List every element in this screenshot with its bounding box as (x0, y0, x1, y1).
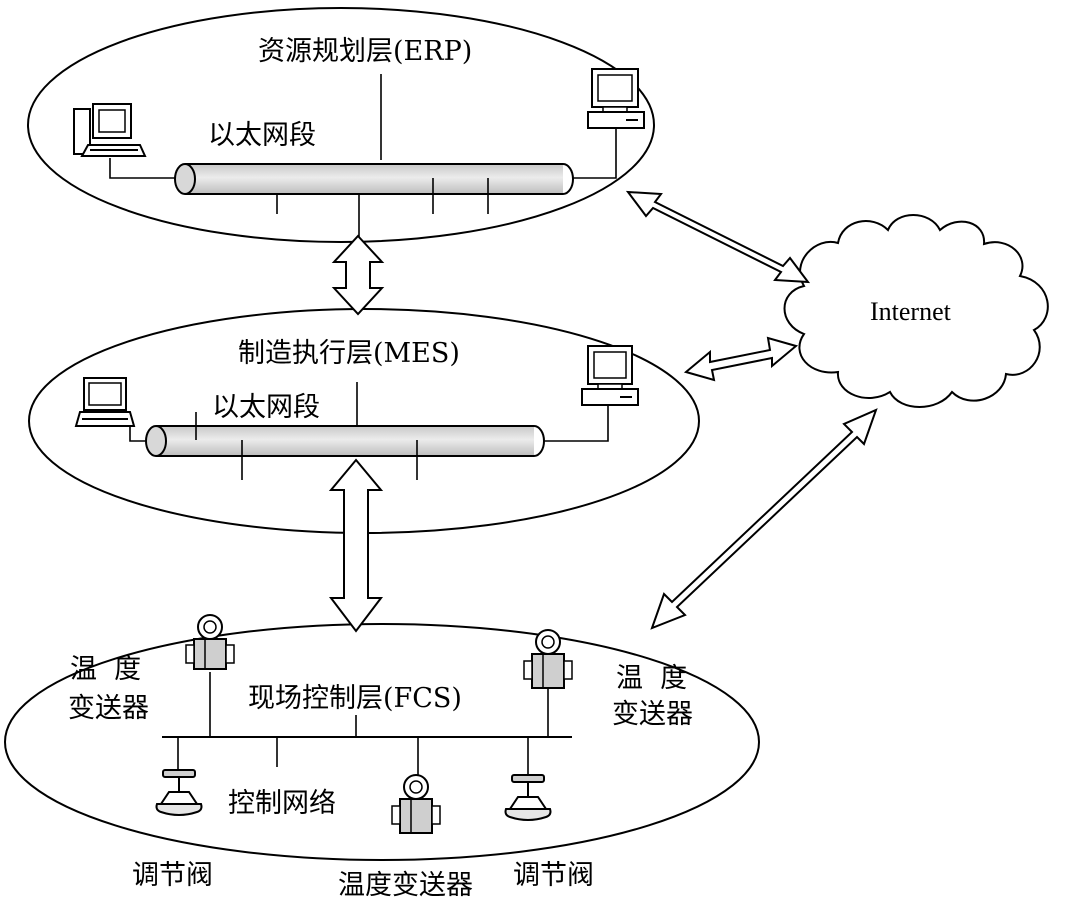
mes-internet-double-arrow (683, 336, 799, 382)
erp-ethernet-bus (174, 163, 574, 195)
erp-layer: 资源规划层(ERP) 以太网段 (27, 7, 655, 243)
mes-layer-title: 制造执行层(MES) (238, 338, 460, 369)
valve-left-label: 调节阀 (132, 860, 213, 891)
erp-layer-title: 资源规划层(ERP) (258, 36, 472, 67)
erp-internet-double-arrow (625, 190, 811, 284)
temp-transmitter-left-label-1: 温 度 (70, 654, 141, 685)
mes-left-laptop-icon (74, 377, 136, 427)
control-valve-icon (155, 769, 203, 816)
control-network-label: 控制网络 (228, 788, 336, 819)
mes-ethernet-bus (145, 425, 545, 457)
valve-right-label: 调节阀 (513, 860, 594, 891)
fcs-layer: 现场控制层(FCS) 控制网络 (4, 614, 760, 900)
mes-segment-label: 以太网段 (212, 392, 320, 423)
mes-fcs-double-arrow (328, 458, 384, 633)
temperature-transmitter-icon (523, 629, 573, 689)
internet-label: Internet (870, 297, 952, 326)
erp-mes-double-arrow (331, 234, 385, 316)
control-valve-icon (504, 774, 552, 821)
temp-transmitter-right-label-2: 变送器 (612, 699, 693, 730)
erp-ellipse (27, 7, 655, 243)
temperature-transmitter-icon (391, 774, 441, 834)
fcs-internet-double-arrow (650, 408, 878, 630)
temp-transmitter-left-label-2: 变送器 (68, 693, 149, 724)
temp-transmitter-right-label-1: 温 度 (616, 663, 687, 694)
temperature-transmitter-icon (185, 614, 235, 670)
fcs-ellipse (4, 623, 760, 861)
internet-cloud: Internet (783, 214, 1049, 408)
erp-segment-label: 以太网段 (208, 120, 316, 151)
mes-right-computer-icon (581, 345, 639, 406)
fcs-layer-title: 现场控制层(FCS) (248, 683, 462, 714)
temp-transmitter-bottom-label: 温度变送器 (338, 870, 473, 900)
erp-left-computer-icon (73, 103, 147, 157)
erp-right-computer-icon (587, 68, 645, 129)
